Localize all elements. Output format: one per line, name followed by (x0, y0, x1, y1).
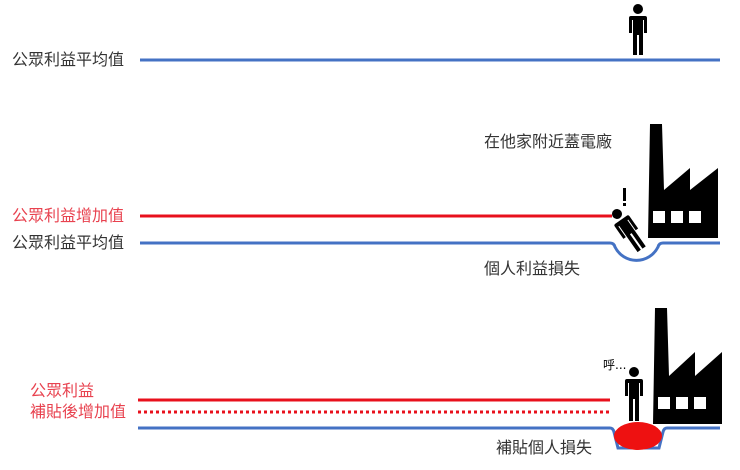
panel3-compensation-label: 補貼個人損失 (496, 438, 593, 457)
factory-icon (653, 308, 722, 424)
panel3-increase-label-line1: 公眾利益 (30, 381, 95, 400)
person-icon (625, 367, 643, 421)
exclamation-mark (623, 188, 626, 206)
panel1-average-label: 公眾利益平均值 (12, 50, 125, 69)
relief-speech: 呼... (603, 358, 627, 372)
fallen-person-icon (612, 209, 646, 253)
factory-icon (648, 124, 718, 238)
panel2-caption: 在他家附近蓋電廠 (484, 132, 613, 151)
panel2-loss-label: 個人利益損失 (484, 259, 581, 278)
panel2-increase-label: 公眾利益增加值 (12, 206, 125, 225)
person-icon (629, 4, 647, 55)
panel2-average-label: 公眾利益平均值 (12, 233, 125, 252)
panel2-average-line-with-dip (140, 241, 720, 262)
compensation-fill (614, 422, 662, 450)
panel3-increase-label-line2: 補貼後增加值 (30, 402, 127, 421)
